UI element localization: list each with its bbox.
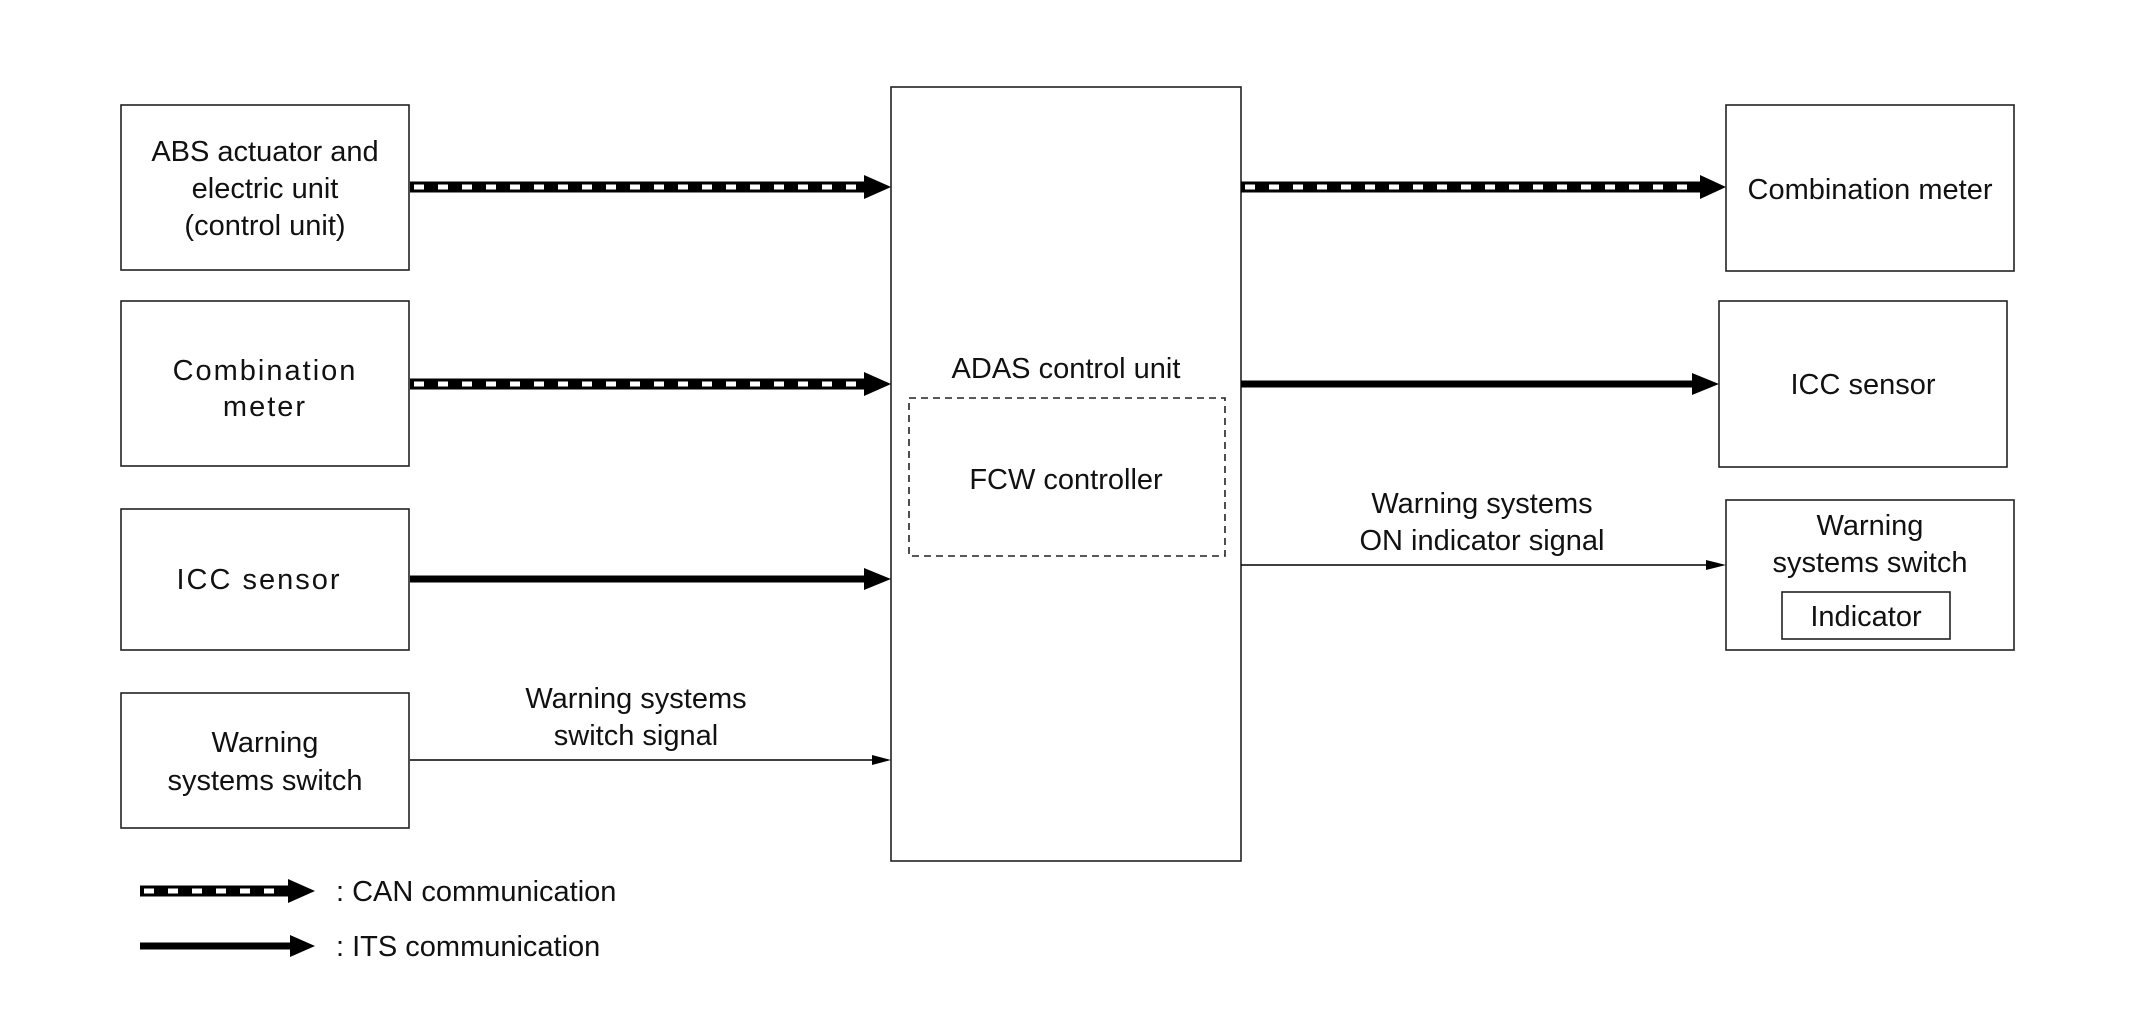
signal-arrow-switch-to-adas [410, 755, 891, 765]
switch-signal-label-line1: Warning systems [525, 683, 746, 715]
warning-switch-box-right: Warning systems switch Indicator [1725, 499, 2015, 651]
abs-label-line2: electric unit [192, 173, 339, 205]
can-arrow-abs-to-adas [410, 175, 891, 199]
switch-left-label-line2: systems switch [168, 765, 363, 797]
legend-can-arrow [140, 879, 315, 903]
can-arrow-adas-to-meter [1241, 175, 1726, 199]
combination-meter-box-right: Combination meter [1725, 104, 2015, 272]
combination-meter-box-left: Combination meter [120, 300, 410, 467]
its-arrow-adas-to-icc [1241, 373, 1719, 395]
icc-sensor-box-left: ICC sensor [120, 508, 410, 651]
meter-right-label: Combination meter [1748, 174, 1993, 206]
can-arrow-meter-to-adas [410, 372, 891, 396]
signal-arrow-adas-to-switch [1241, 560, 1726, 570]
icc-left-label: ICC sensor [176, 564, 341, 596]
meter-left-label-line2: meter [223, 391, 307, 423]
its-arrow-icc-to-adas [410, 568, 891, 590]
fcw-controller-box [908, 397, 1226, 557]
legend-its-label: : ITS communication [336, 931, 600, 963]
indicator-label: Indicator [1810, 601, 1922, 633]
legend-can-label: : CAN communication [336, 876, 616, 908]
indicator-signal-label-line1: Warning systems [1371, 488, 1592, 520]
switch-left-label-line1: Warning [212, 727, 319, 759]
warning-switch-box-left: Warning systems switch [120, 692, 410, 829]
meter-left-label-line1: Combination [173, 355, 358, 387]
switch-signal-label-line2: switch signal [554, 720, 718, 752]
switch-right-label-line2: systems switch [1773, 547, 1968, 579]
indicator-signal-label-line2: ON indicator signal [1360, 525, 1605, 557]
fcw-controller-label: FCW controller [969, 464, 1163, 496]
icc-right-label: ICC sensor [1790, 369, 1935, 401]
abs-actuator-box: ABS actuator and electric unit (control … [120, 104, 410, 271]
legend: : CAN communication : ITS communication [140, 876, 616, 963]
abs-label-line1: ABS actuator and [151, 136, 378, 168]
abs-label-line3: (control unit) [184, 210, 345, 242]
icc-sensor-box-right: ICC sensor [1718, 300, 2008, 468]
indicator-box [1781, 591, 1951, 640]
adas-control-unit-box: ADAS control unit FCW controller [890, 86, 1242, 862]
legend-its-arrow [140, 935, 315, 957]
switch-right-label-line1: Warning [1817, 510, 1924, 542]
adas-title: ADAS control unit [952, 353, 1181, 385]
